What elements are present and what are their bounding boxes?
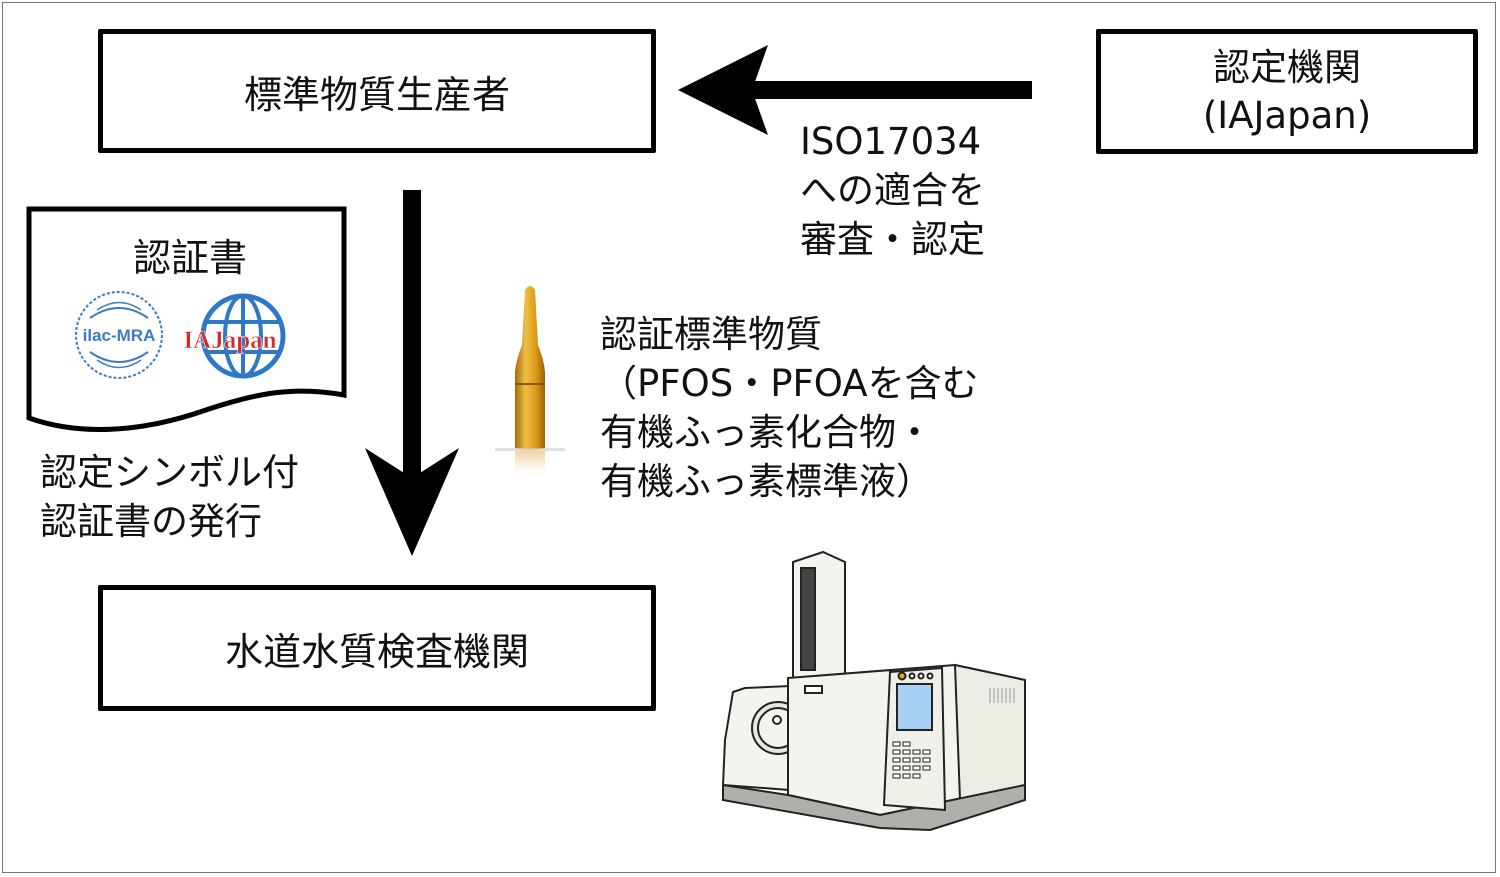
iajapan-logo: IAJapan [183, 293, 286, 379]
certificate-caption: 認定シンボル付 認証書の発行 [40, 448, 299, 546]
certificate-caption-line: 認定シンボル付 [40, 451, 299, 494]
reference-material-line: 有機ふっ素標準液） [600, 460, 933, 503]
producer-label: 標準物質生産者 [243, 72, 510, 117]
lab-box: 水道水質検査機関 [98, 585, 656, 711]
down-arrow [365, 190, 459, 556]
reference-material-caption: 認証標準物質 （PFOS・PFOAを含む 有機ふっ素化合物・ 有機ふっ素標準液） [600, 310, 979, 506]
reference-material-line: （PFOS・PFOAを含む [600, 362, 979, 405]
accreditation-label: ISO17034 への適合を 審査・認定 [800, 117, 985, 264]
lab-label: 水道水質検査機関 [224, 629, 529, 674]
left-arrow [678, 45, 1032, 135]
accreditor-sublabel: (IAJapan) [1202, 93, 1372, 137]
producer-box: 標準物質生産者 [98, 29, 656, 153]
accreditation-line: 審査・認定 [800, 218, 985, 261]
accreditor-label: 認定機関 [1213, 45, 1361, 89]
certificate-caption-line: 認証書の発行 [40, 500, 262, 543]
reference-material-line: 有機ふっ素化合物・ [600, 411, 933, 454]
svg-text:ilac-MRA: ilac-MRA [83, 326, 156, 345]
reference-material-line: 認証標準物質 [600, 313, 822, 356]
certificate-title: 認証書 [132, 236, 247, 280]
ilac-mra-logo: ilac-MRA [75, 291, 163, 379]
accreditation-line: ISO17034 [800, 120, 982, 163]
accreditation-line: への適合を [800, 169, 985, 212]
svg-text:IAJapan: IAJapan [183, 327, 276, 354]
accreditor-box: 認定機関 (IAJapan) [1096, 29, 1478, 154]
